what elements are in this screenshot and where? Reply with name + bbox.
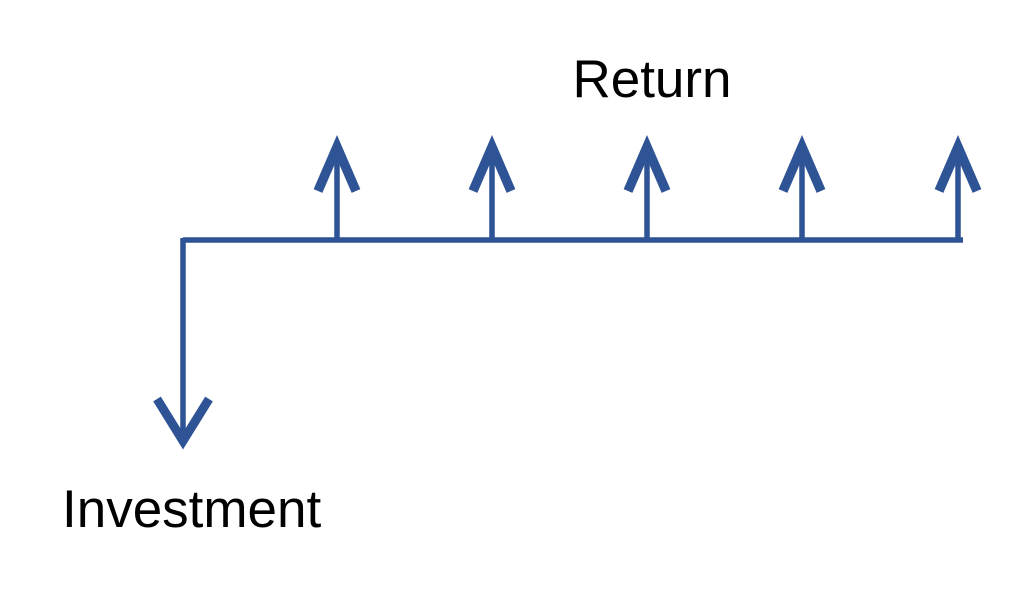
arrow-head bbox=[623, 135, 671, 193]
arrow-head bbox=[313, 135, 361, 193]
arrow-head bbox=[153, 396, 213, 450]
arrow-head bbox=[468, 135, 516, 193]
arrow-head bbox=[934, 135, 982, 193]
return-arrow-up-icon bbox=[778, 135, 826, 240]
flow-lines-group bbox=[153, 135, 982, 450]
return-arrow-up-icon bbox=[934, 135, 982, 240]
investment-label: Investment bbox=[62, 480, 322, 539]
return-label: Return bbox=[572, 50, 731, 109]
return-arrow-up-icon bbox=[623, 135, 671, 240]
investment-arrow-down-icon bbox=[153, 238, 213, 450]
arrow-head bbox=[778, 135, 826, 193]
return-arrow-up-icon bbox=[468, 135, 516, 240]
return-arrow-up-icon bbox=[313, 135, 361, 240]
